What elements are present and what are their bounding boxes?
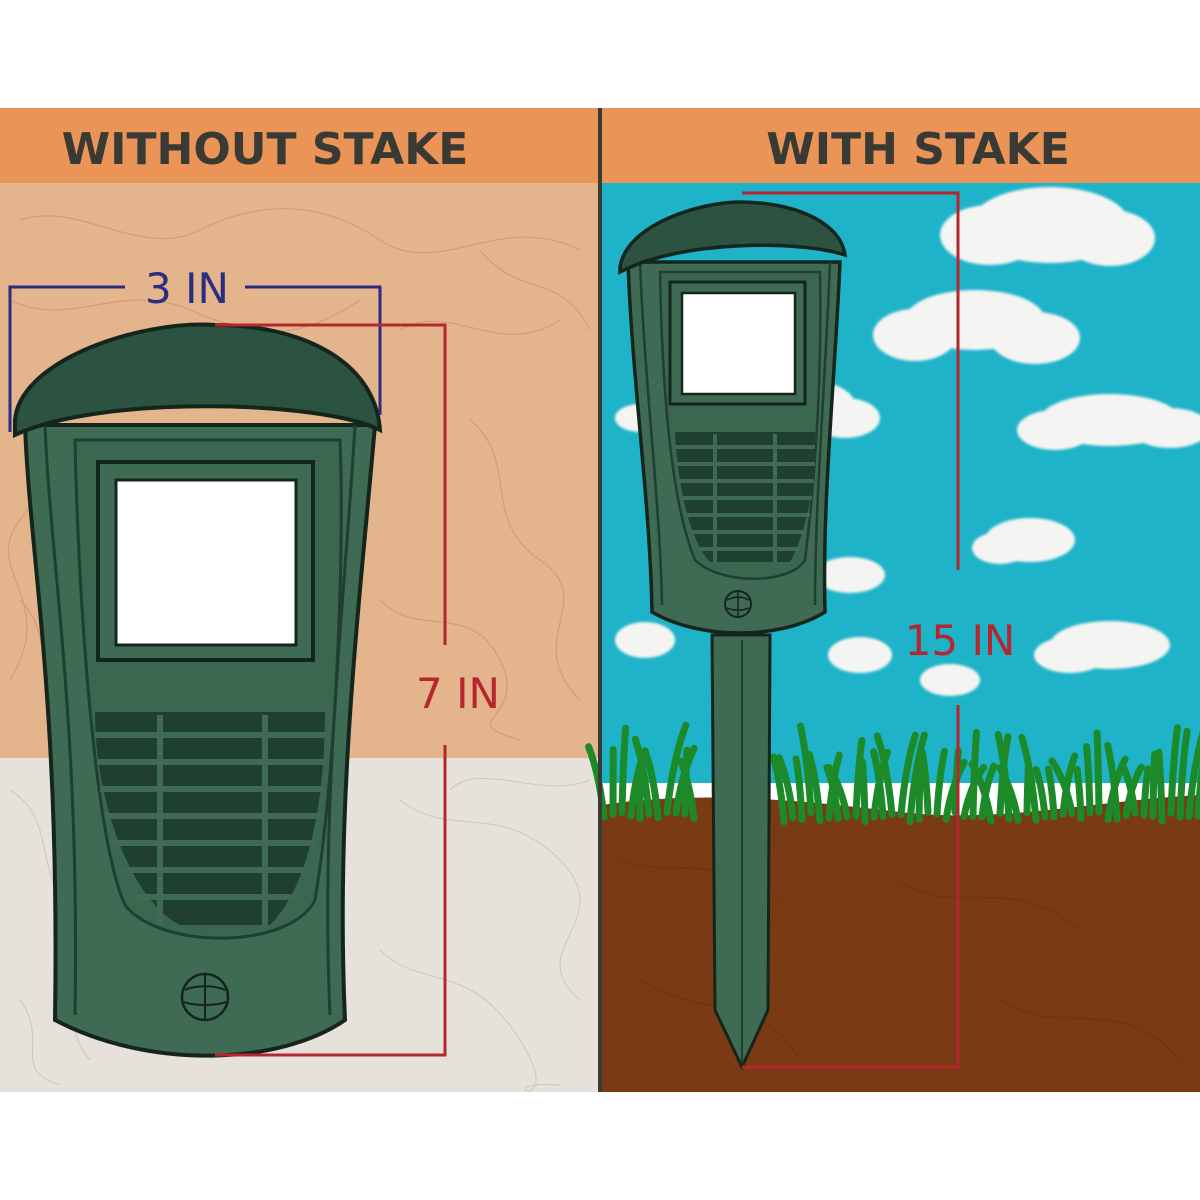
grass-blade — [1167, 724, 1181, 817]
grass-blade — [1155, 748, 1166, 825]
grass-blade — [1149, 750, 1159, 820]
grass-blade — [1093, 729, 1103, 816]
grass-blade — [797, 722, 815, 817]
device-cap — [618, 200, 848, 275]
grass-blade — [1140, 765, 1152, 819]
grass-blade — [631, 735, 653, 818]
cloud — [615, 622, 675, 658]
grass-blade — [1048, 757, 1076, 817]
height-dimension-without-stake: 7 IN — [215, 323, 500, 1057]
grass-blade — [1044, 765, 1058, 821]
grass-blade — [897, 731, 919, 819]
grass-blade — [873, 732, 896, 818]
grass-blade — [918, 749, 932, 816]
device-without-stake — [13, 322, 383, 1058]
grass-blade — [933, 747, 948, 818]
cloud — [940, 187, 1155, 266]
soil-ground — [602, 795, 1200, 1092]
grass-blade — [870, 748, 887, 821]
grass-blade — [1018, 733, 1040, 824]
grass-blade — [641, 747, 662, 822]
grass — [585, 721, 1200, 826]
cloud — [920, 664, 980, 696]
width-label: 3 IN — [145, 264, 229, 313]
header-without-stake: WITHOUT STAKE — [62, 124, 469, 175]
grass-blade — [1073, 765, 1085, 822]
screen — [114, 478, 298, 647]
grass-blade — [1176, 727, 1191, 821]
grass-blade — [1059, 752, 1079, 818]
grass-blade — [825, 763, 851, 821]
grass-blade — [677, 757, 698, 823]
vent-grille — [675, 432, 815, 562]
grass-blade — [1083, 743, 1094, 817]
cloud — [972, 518, 1075, 564]
grass-blade — [1118, 761, 1139, 817]
grass-blade — [1104, 741, 1121, 823]
cloud — [873, 290, 1080, 364]
globe-logo-icon — [724, 590, 752, 618]
device-with-stake — [618, 200, 848, 1071]
grass-blade — [852, 736, 866, 820]
cloud — [828, 637, 892, 673]
width-dimension: 3 IN — [8, 264, 382, 432]
grass-blade — [1032, 766, 1049, 821]
panel-divider — [598, 108, 602, 1092]
grass-blade — [585, 743, 608, 821]
grass-blade — [663, 721, 690, 817]
globe-logo-icon — [180, 972, 230, 1022]
grass-blade — [1185, 730, 1200, 821]
grass-blade — [968, 760, 995, 825]
grass-blade — [775, 754, 797, 821]
header-with-stake: WITH STAKE — [766, 124, 1070, 175]
device-cap — [13, 322, 383, 439]
grass-blade — [859, 758, 869, 826]
cloud — [815, 557, 885, 593]
grass-blade — [618, 724, 630, 817]
screen — [680, 291, 797, 396]
grass-blade — [805, 751, 824, 825]
grass-blade — [792, 755, 806, 824]
grass-blade — [906, 731, 928, 826]
cloud — [1034, 621, 1170, 673]
height-label-with-stake: 15 IN — [905, 616, 1016, 665]
grass-blade — [1194, 762, 1200, 820]
cloud — [1017, 394, 1200, 450]
vent-grille — [95, 712, 325, 925]
grass-blade — [995, 764, 1022, 824]
grass-blade — [769, 753, 788, 826]
height-dimension-with-stake: 15 IN — [742, 191, 1016, 1069]
height-label-without-stake: 7 IN — [416, 669, 500, 718]
